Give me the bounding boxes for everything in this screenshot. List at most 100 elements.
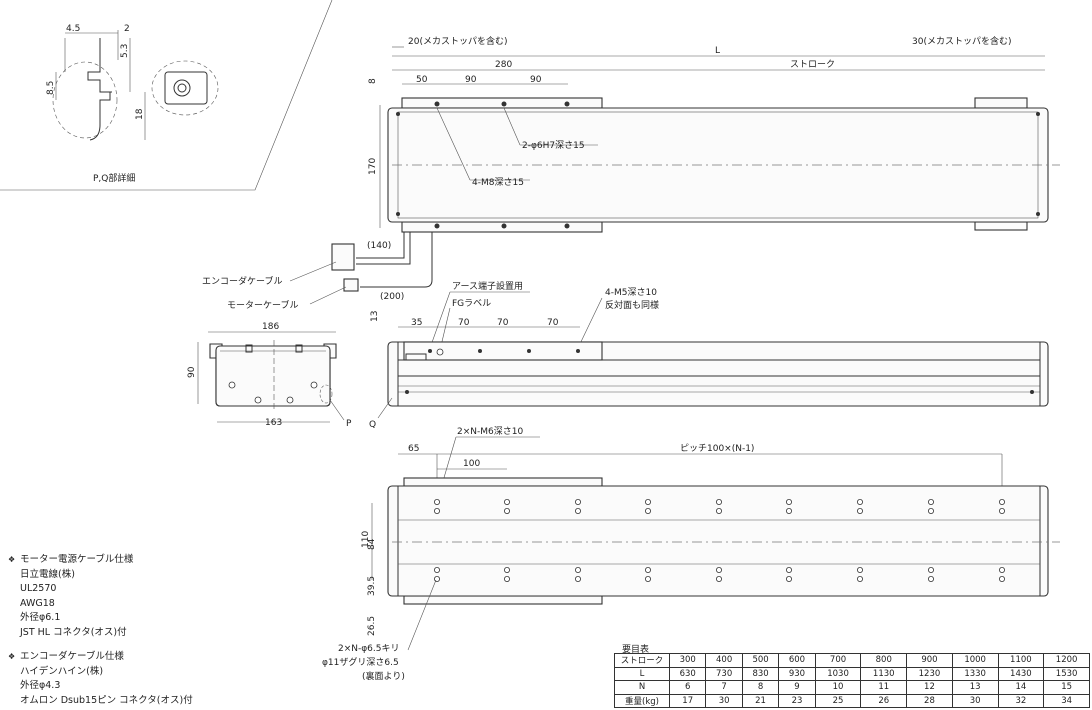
spec-cell: 400 (705, 653, 743, 668)
dim-stroke: ストローク (790, 59, 835, 70)
mounting-hole (999, 498, 1006, 505)
label-Q: Q (369, 420, 376, 430)
spec-row-label: L (614, 666, 670, 681)
detail-dim-2: 2 (124, 24, 130, 34)
spec-cell: 1100 (997, 653, 1045, 668)
cable-140: (140) (367, 241, 391, 251)
spec-cell: 1530 (1043, 666, 1090, 681)
dim-100: 100 (463, 459, 480, 469)
detail-title: P,Q部詳細 (93, 172, 135, 184)
m5-label: 4-M5深さ10 (605, 287, 657, 298)
mounting-hole (928, 567, 935, 574)
dim-13: 13 (370, 311, 380, 322)
mounting-hole (645, 507, 652, 514)
hole-h7-label: 2-φ6H7深さ15 (522, 140, 585, 151)
dim-90: 90 (187, 366, 197, 378)
spec-cell: 800 (860, 653, 908, 668)
detail-frame (0, 0, 333, 191)
spec-table-title: 要目表 (622, 645, 650, 655)
spec-cell: 1330 (951, 666, 999, 681)
spec-cell: 630 (668, 666, 707, 681)
mounting-hole (928, 498, 935, 505)
hole-m8-label: 4-M8深さ15 (472, 177, 524, 188)
dim-65: 65 (408, 444, 419, 454)
encoder-spec-line: 外径φ4.3 (20, 680, 61, 691)
mounting-hole (645, 498, 652, 505)
spec-cell: 15 (1043, 680, 1090, 695)
dim-50: 50 (416, 75, 428, 85)
mounting-hole (503, 576, 510, 583)
mounting-hole (575, 567, 582, 574)
spec-cell: 23 (778, 693, 816, 708)
spec-cell: 34 (1043, 693, 1090, 708)
dim-70c: 70 (547, 318, 559, 328)
detail-dim-45: 4.5 (66, 24, 80, 34)
mounting-hole (503, 498, 510, 505)
encoder-cable-label: エンコーダケーブル (202, 275, 282, 287)
spec-cell: 6 (668, 680, 707, 695)
mounting-hole (645, 576, 652, 583)
mounting-hole (503, 567, 510, 574)
bottom-view: 2×N-M6深さ10 65 ピッチ100×(N-1) 100 84 110 39… (322, 426, 1060, 682)
spec-cell: 900 (906, 653, 953, 668)
encoder-spec-line: ハイデンハイン(株) (20, 665, 104, 677)
spec-cell: 500 (741, 653, 780, 668)
spec-cell: 1430 (997, 666, 1045, 681)
detail-dim-18: 18 (135, 108, 145, 120)
mounting-hole (716, 576, 723, 583)
dim-280: 280 (495, 60, 512, 70)
detail-dim-53: 5.3 (120, 44, 130, 58)
mounting-hole (857, 576, 864, 583)
mounting-hole (928, 576, 935, 583)
spec-cell: 700 (814, 653, 862, 668)
dim-186: 186 (262, 322, 279, 332)
mounting-hole (857, 498, 864, 505)
dim-163: 163 (265, 418, 282, 428)
dim-395: 39.5 (367, 576, 377, 596)
mounting-hole (575, 507, 582, 514)
dim-70b: 70 (497, 318, 509, 328)
dim-35: 35 (411, 318, 422, 328)
mounting-hole (433, 498, 440, 505)
dim-90a: 90 (465, 75, 477, 85)
earth-label: アース端子設置用 (452, 280, 523, 292)
m5-note: 反対面も同様 (605, 299, 659, 311)
spec-cell: 30 (951, 693, 999, 708)
spec-cell: 7 (705, 680, 743, 695)
fg-label: FGラベル (452, 298, 491, 309)
spec-cell: 11 (860, 680, 908, 695)
spec-cell: 8 (741, 680, 780, 695)
spec-cell: 12 (906, 680, 953, 695)
spec-cell: 17 (668, 693, 707, 708)
motor-connector (343, 278, 359, 292)
spec-cell: 930 (778, 666, 816, 681)
detail-profile (87, 38, 111, 141)
stopper-left-label: 20(メカストッパを含む) (408, 35, 507, 47)
motor-spec-line: AWG18 (20, 597, 55, 609)
top-view: 20(メカストッパを含む) 30(メカストッパを含む) L 280 ストローク … (202, 35, 1060, 311)
detail-terminal (164, 71, 208, 105)
drill-label-1: 2×N-φ6.5キリ (338, 644, 400, 654)
motor-cable-label: モーターケーブル (227, 299, 298, 311)
mounting-hole (999, 507, 1006, 514)
spec-cell: 28 (906, 693, 953, 708)
mounting-hole (786, 567, 793, 574)
mounting-hole (433, 507, 440, 514)
spec-cell: 14 (997, 680, 1045, 695)
spec-cell: 1200 (1043, 653, 1090, 668)
mounting-hole (716, 507, 723, 514)
spec-cell: 26 (860, 693, 908, 708)
dim-70a: 70 (458, 318, 470, 328)
mounting-hole (575, 498, 582, 505)
mounting-hole (575, 576, 582, 583)
motor-cable-spec-head: モーター電源ケーブル仕様 (8, 553, 193, 568)
spec-cell: 300 (668, 653, 707, 668)
spec-cell: 1230 (906, 666, 953, 681)
dim-84: 84 (367, 538, 377, 550)
mounting-hole (716, 567, 723, 574)
mounting-hole (786, 576, 793, 583)
spec-cell: 1000 (951, 653, 999, 668)
detail-view: 4.5 2 5.3 8.5 18 P,Q部詳細 (0, 0, 333, 191)
spec-cell: 730 (705, 666, 743, 681)
